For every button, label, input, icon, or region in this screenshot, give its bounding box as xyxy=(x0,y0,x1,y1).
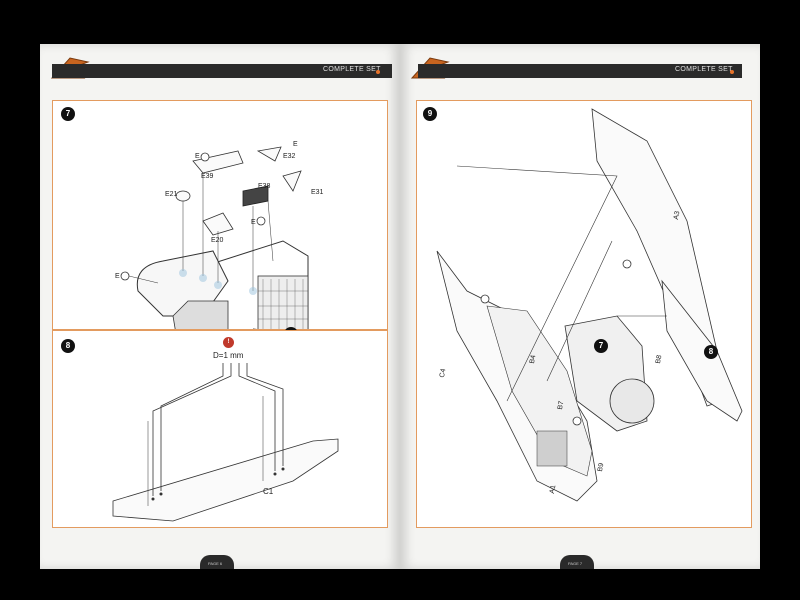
step-8-drawing xyxy=(112,363,339,522)
drill-icon: ! xyxy=(223,337,234,348)
part-label-e: E xyxy=(251,219,256,226)
step-7-panel: 7 xyxy=(52,100,388,341)
part-label-e21: E21 xyxy=(165,191,178,198)
page-number: PAGE 7 xyxy=(568,561,583,566)
drill-note: D=1 mm xyxy=(213,351,244,360)
header-text: COMPLETE SET xyxy=(323,66,381,73)
step-7-drawing xyxy=(120,146,309,329)
part-label-b9: B9 xyxy=(597,462,606,473)
header-bar xyxy=(52,64,392,78)
page-footer-tab xyxy=(200,555,234,569)
header-bar xyxy=(418,64,742,78)
header-dot xyxy=(376,70,380,74)
reference-step-8: 8 xyxy=(704,345,718,359)
step-number: 8 xyxy=(61,339,75,353)
part-label-a1: A1 xyxy=(549,484,558,495)
header-dot xyxy=(730,70,734,74)
step-9-panel: 9 A3 C4 B4 B7 A1 B9 B8 7 8 xyxy=(416,100,752,528)
part-label-b8: B8 xyxy=(655,354,664,365)
part-label-e: E xyxy=(293,141,298,148)
step-8-panel: 8 ! D=1 mm C1 xyxy=(52,330,388,528)
part-label-c1: C1 xyxy=(263,487,274,496)
part-label-b7: B7 xyxy=(557,400,566,411)
page-number: PAGE 6 xyxy=(208,561,223,566)
step-9-drawing xyxy=(436,108,743,502)
page-footer-tab xyxy=(560,555,594,569)
header-text: COMPLETE SET xyxy=(675,66,733,73)
part-label-e: E xyxy=(115,273,120,280)
part-label-e31: E31 xyxy=(311,189,324,196)
part-label-a3: A3 xyxy=(673,210,682,221)
step-number: 7 xyxy=(61,107,75,121)
part-label-b4: B4 xyxy=(529,354,538,365)
part-label-e32: E32 xyxy=(283,153,296,160)
left-page: COMPLETE SET 7 xyxy=(40,44,400,569)
right-page: COMPLETE SET 9 A3 C4 B4 B7 A1 xyxy=(400,44,760,569)
part-label-e20: E20 xyxy=(211,237,224,244)
part-label-e38: E38 xyxy=(258,183,271,190)
reference-step-7: 7 xyxy=(594,339,608,353)
part-label-e: E xyxy=(195,153,200,160)
step-number: 9 xyxy=(423,107,437,121)
part-label-e39: E39 xyxy=(201,173,214,180)
